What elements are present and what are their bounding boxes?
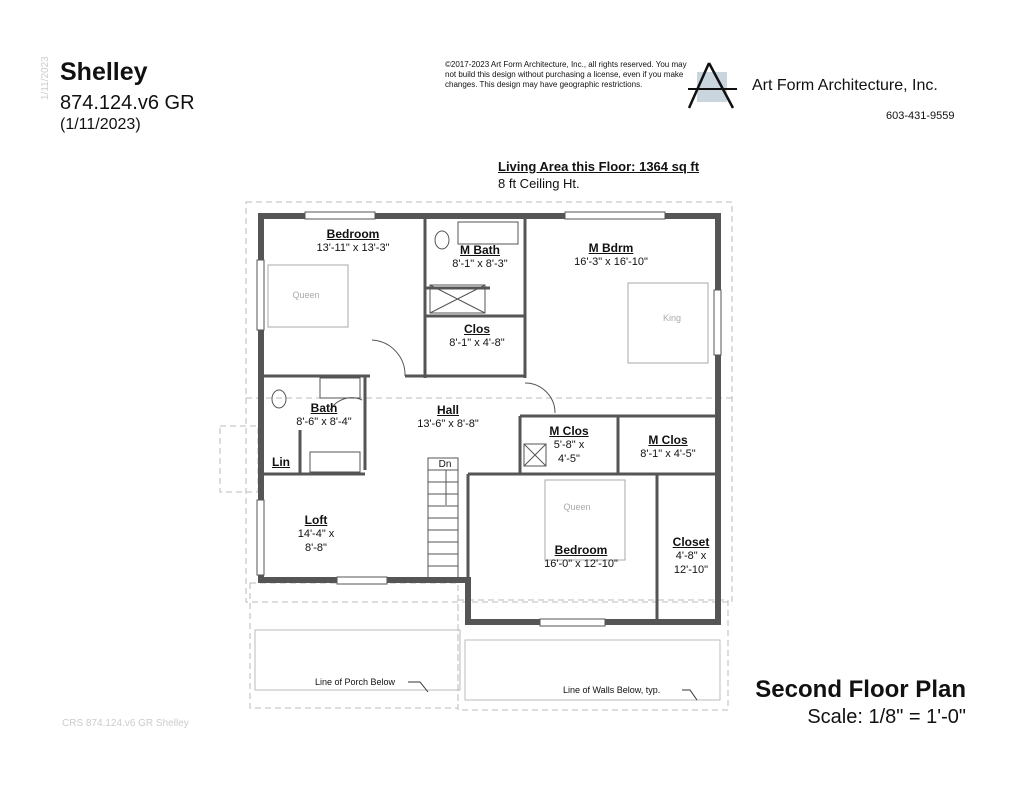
stairs [427,457,459,579]
room-dims: 8'-1" x 8'-3" [452,258,508,270]
plan-number: 874.124.v6 GR [60,92,195,114]
room-dims: 8'-8" [305,542,327,554]
ceiling-height: 8 ft Ceiling Ht. [498,176,580,191]
room-dims: 16'-3" x 16'-10" [574,256,648,268]
company-name: Art Form Architecture, Inc. [752,77,938,94]
room-name: Loft [304,513,328,527]
porch-note: Line of Porch Below [315,677,396,687]
room-name: Bath [310,401,338,415]
living-area: Living Area this Floor: 1364 sq ft [498,159,700,174]
room-dims: 13'-11" x 13'-3" [316,242,390,254]
room-dims: 4'-5" [558,453,580,465]
windows [256,211,722,627]
room-linen: Lin [272,455,290,469]
plan-name: Shelley [60,58,148,86]
stairs-down-label: Dn [438,459,452,470]
room-dims: 13'-6" x 8'-8" [417,418,479,430]
drawing-title: Second Floor Plan [755,676,966,703]
room-dims: 8'-1" x 4'-5" [640,448,696,460]
watermark: CRS 874.124.v6 GR Shelley [62,718,189,729]
company-phone: 603-431-9559 [886,110,955,122]
drawing-scale: Scale: 1/8" = 1'-0" [807,706,966,728]
porch-lines [254,629,721,701]
copyright-notice: ©2017-2023 Art Form Architecture, Inc., … [445,60,687,89]
walls-note: Line of Walls Below, typ. [563,685,661,695]
room-name: M Bath [459,243,500,257]
queen-bed-label: Queen [292,290,320,300]
furniture [267,221,709,561]
note-leaders [408,681,698,701]
king-bed-label: King [662,313,682,323]
plan-date: (1/11/2023) [60,116,141,133]
door-swings [329,339,556,414]
room-name: M Bdrm [588,241,634,255]
room-dims: 4'-8" x [675,550,707,562]
room-dims: 8'-1" x 4'-8" [449,337,505,349]
room-name: Bedroom [554,543,608,557]
room-dims: 16'-0" x 12'-10" [544,558,618,570]
room-name: Clos [463,322,491,336]
room-name: Closet [672,535,710,549]
interior-walls [261,216,718,622]
room-name: M Clos [549,424,589,438]
room-dims: 8'-6" x 8'-4" [296,416,352,428]
company-logo [687,62,737,109]
room-dims: 12'-10" [673,564,709,576]
queen-bed-label-2: Queen [563,502,591,512]
room-name: Hall [436,403,460,417]
room-dims: 5'-8" x [553,439,585,451]
room-name: Lin [272,455,290,469]
room-name: Bedroom [326,227,380,241]
room-dims: 14'-4" x [297,528,335,540]
room-name: M Clos [648,433,688,447]
